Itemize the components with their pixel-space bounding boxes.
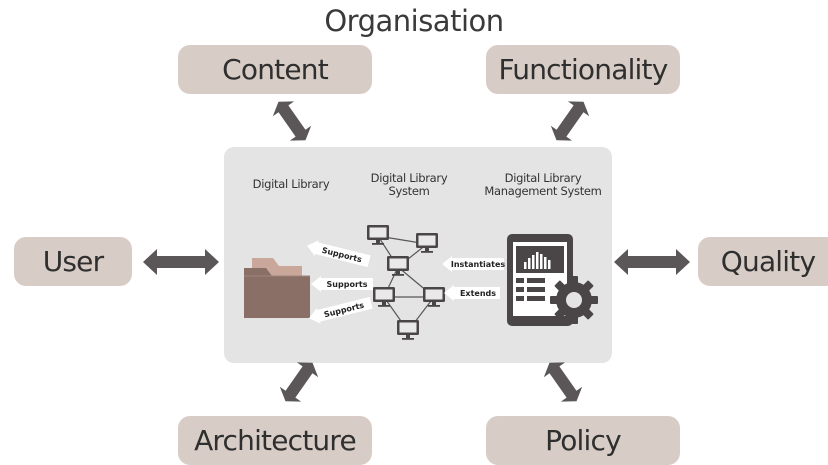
label-dlms: Digital Library Management System [476,172,610,198]
monitor-icon [423,287,445,307]
monitor-icon [397,320,419,340]
label-dlms-line1: Digital Library [504,171,582,185]
relation-instantiates-label: Instantiates [451,260,506,269]
node-quality-label: Quality [720,245,816,278]
relation-extends-label: Extends [460,289,496,298]
node-content-label: Content [222,53,329,86]
node-architecture-label: Architecture [194,424,357,457]
node-functionality-label: Functionality [498,53,669,86]
label-dls-line1: Digital Library [370,171,448,185]
diagram-title: Organisation [324,4,504,38]
label-dls-line2: System [388,184,430,198]
label-digital-library: Digital Library [236,178,346,191]
node-quality: Quality [698,237,828,286]
monitor-icon [373,287,395,307]
arrow-content [267,94,317,148]
node-functionality: Functionality [486,45,680,94]
arrow-architecture [274,355,324,409]
relation-extends: Extends [444,285,500,301]
arrow-user [143,249,219,275]
network-graph [367,225,445,340]
relation-supports-3: Supports [309,296,373,324]
node-content: Content [178,45,372,94]
arrow-functionality [545,94,595,148]
node-user: User [14,237,132,286]
arrow-policy [538,355,588,409]
node-policy: Policy [486,416,680,465]
folder-icon [244,258,310,318]
relation-supports-2: Supports [311,276,373,292]
monitor-icon [367,225,389,245]
label-dlms-line2: Management System [484,184,602,198]
gear-icon [550,276,598,324]
arrow-quality [614,249,690,275]
relation-supports-1: Supports [307,240,371,268]
node-architecture: Architecture [178,416,372,465]
node-user-label: User [42,245,104,278]
label-dls: Digital Library System [356,172,462,198]
label-digital-library-text: Digital Library [252,177,330,191]
relation-instantiates: Instantiates [442,256,505,272]
relation-supports-2-label: Supports [327,280,368,289]
node-policy-label: Policy [545,424,622,457]
